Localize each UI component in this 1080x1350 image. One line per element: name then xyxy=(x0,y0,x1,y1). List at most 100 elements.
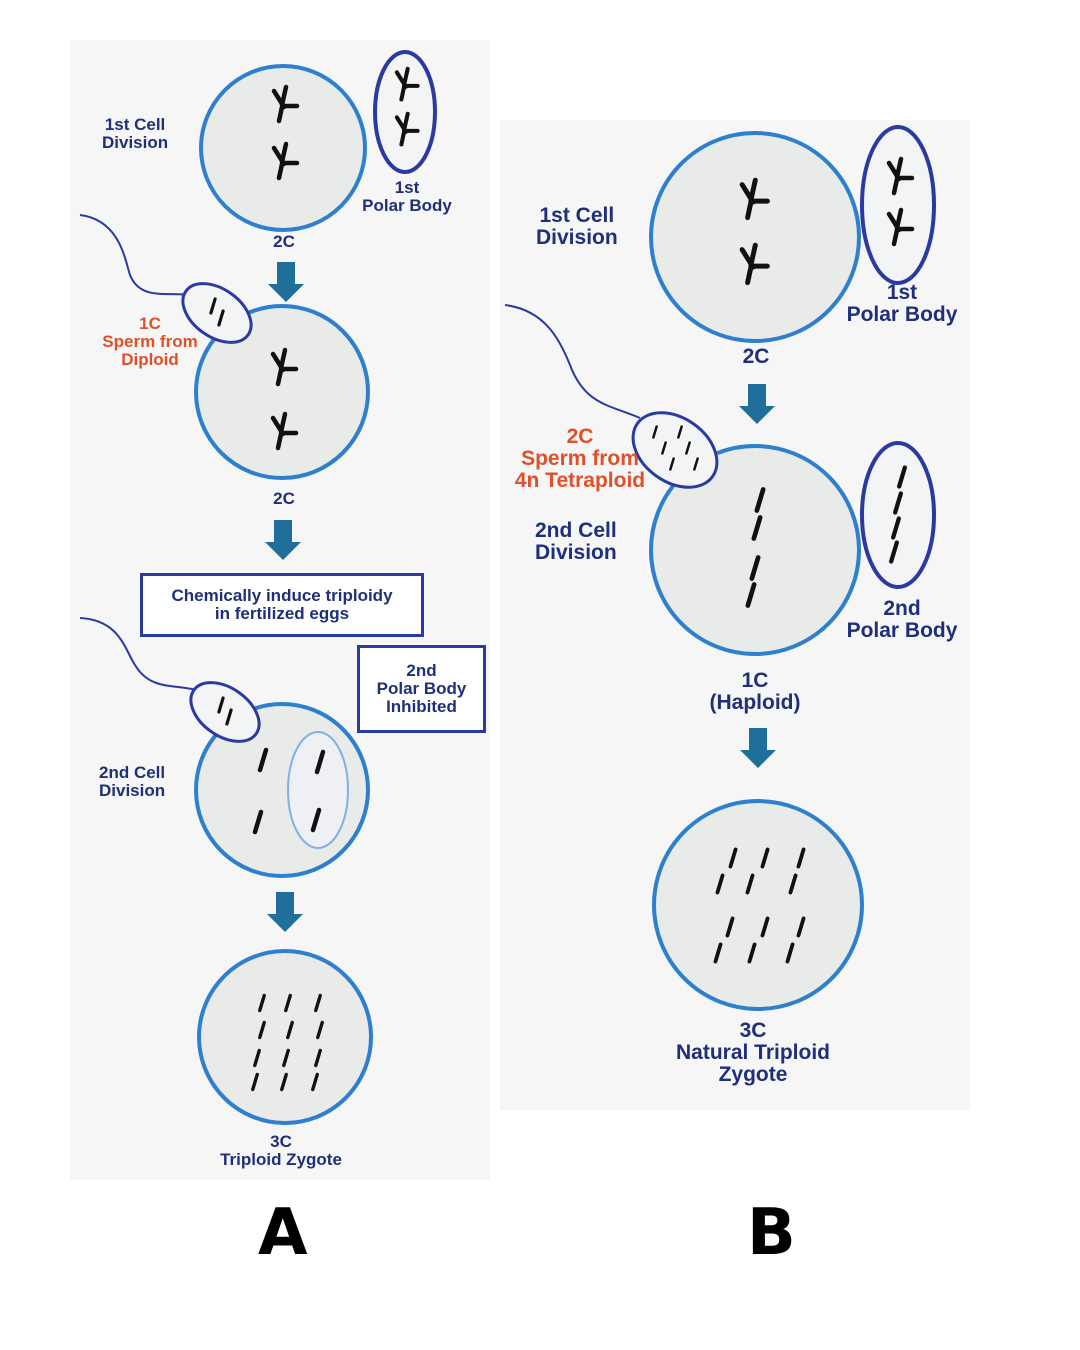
b-cell-1 xyxy=(649,131,861,343)
panel-b-letter: B xyxy=(747,1196,796,1270)
chromosome xyxy=(693,457,699,471)
a-sperm-head-1 xyxy=(181,282,253,344)
chromosome xyxy=(311,1072,319,1092)
b-polar-body-1 xyxy=(860,125,936,285)
chromosome-arm xyxy=(891,176,900,196)
a-inhibited-box: 2nd Polar Body Inhibited xyxy=(357,645,486,733)
chromosome xyxy=(728,847,738,869)
b-zygote xyxy=(652,799,864,1011)
a-inhibited-polar-body-chromosomes xyxy=(310,749,326,833)
a-ploidy-label-1: 2C xyxy=(273,232,295,251)
a-polar-body-1-chromosomes xyxy=(394,66,420,147)
chromosome xyxy=(209,297,217,315)
chromosome xyxy=(251,1072,259,1092)
chromosome-arm xyxy=(745,199,754,221)
chromosome xyxy=(897,465,907,489)
a-treatment-text-1: Chemically induce triploidy xyxy=(171,586,393,606)
b-sperm-head-chromosomes xyxy=(652,425,699,471)
a-second-division-label: 2nd Cell Division xyxy=(99,763,166,800)
chromosome xyxy=(788,873,798,895)
b-cell-division-label: 1st Cell Division xyxy=(536,204,618,250)
chromosome xyxy=(713,942,723,964)
chromosome xyxy=(258,1020,266,1040)
chromosome-arm xyxy=(402,111,410,133)
b-polar-body-1-chromosomes xyxy=(886,156,915,247)
chromosome-arm xyxy=(748,177,758,203)
chromosome xyxy=(310,807,322,833)
b-arrow-2 xyxy=(740,728,776,768)
chromosome xyxy=(685,441,691,455)
chromosome xyxy=(314,993,322,1013)
chromosome xyxy=(314,749,326,775)
a-result-label: 3C Triploid Zygote xyxy=(220,1132,342,1169)
chromosome xyxy=(785,942,795,964)
b-sperm-tail xyxy=(504,304,641,419)
chromosome xyxy=(217,696,225,714)
a-inhibited-polar-body xyxy=(287,731,349,849)
b-second-polar-body-label: 2nd Polar Body xyxy=(846,597,958,643)
b-result-label: 3C Natural Triploid Zygote xyxy=(675,1019,830,1087)
a-zygote-chromosomes xyxy=(251,993,324,1092)
a-sperm-tail-1 xyxy=(79,214,191,296)
a-cell-3-chromosomes xyxy=(252,747,269,835)
chromosome xyxy=(225,708,233,726)
b-zygote-chromosomes xyxy=(713,847,806,964)
panel-a-letter: A xyxy=(258,1196,308,1270)
b-sperm-label: 2C Sperm from 4n Tetraploid xyxy=(514,425,646,493)
a-ploidy-label-2: 2C xyxy=(273,489,295,508)
chromosome-arm xyxy=(278,411,288,435)
a-treatment-box: Chemically induce triploidy in fertilize… xyxy=(140,573,424,637)
a-inhibited-text-2: Polar Body xyxy=(376,679,467,699)
a-cell-division-label: 1st Cell Division xyxy=(102,115,169,152)
a-arrow-3 xyxy=(267,892,303,932)
chromosome xyxy=(891,516,901,540)
chromosome xyxy=(652,425,658,439)
a-arrow-2 xyxy=(265,520,301,560)
chromosome xyxy=(669,457,675,471)
chromosome xyxy=(314,1048,322,1068)
arrow-shape xyxy=(267,892,303,932)
a-polar-body-1 xyxy=(373,50,437,174)
chromosome xyxy=(747,942,757,964)
a-polar-body-label: 1st Polar Body xyxy=(362,178,452,215)
chromosome xyxy=(760,847,770,869)
a-sperm-head-2-chromosomes xyxy=(217,696,233,726)
chromosome-arm xyxy=(745,264,754,286)
chromosome-arm xyxy=(276,161,285,181)
chromosome xyxy=(677,425,683,439)
chromosome-arm xyxy=(279,141,289,165)
chromosome xyxy=(760,916,770,938)
chromosome xyxy=(316,1020,324,1040)
chromosome-arm xyxy=(275,431,284,451)
arrow-shape xyxy=(740,728,776,768)
chromosome xyxy=(796,916,806,938)
a-treatment-text-2: in fertilized eggs xyxy=(214,604,350,623)
chromosome xyxy=(796,847,806,869)
b-cell-1-chromosomes xyxy=(739,177,770,286)
chromosome xyxy=(284,993,292,1013)
b-cell-2 xyxy=(649,444,861,656)
chromosome-arm xyxy=(894,156,904,180)
chromosome xyxy=(258,993,266,1013)
b-arrow-1 xyxy=(739,384,775,424)
a-sperm-tail-2 xyxy=(79,617,197,691)
chromosome-arm xyxy=(399,84,407,102)
arrow-shape xyxy=(739,384,775,424)
chromosome-arm xyxy=(399,129,407,147)
chromosome-arm xyxy=(276,104,285,124)
b-ploidy-label-1: 2C xyxy=(742,345,770,368)
chromosome xyxy=(754,487,766,513)
chromosome-arm xyxy=(894,207,904,231)
chromosome xyxy=(749,555,761,581)
chromosome xyxy=(893,491,903,515)
a-arrow-1 xyxy=(268,262,304,302)
chromosome xyxy=(217,309,225,327)
b-polar-body-2 xyxy=(860,441,936,589)
chromosome xyxy=(725,916,735,938)
a-cell-2 xyxy=(194,304,370,480)
a-sperm-head-2 xyxy=(189,681,261,743)
b-cell-2-chromosomes xyxy=(745,487,766,608)
chromosome-arm xyxy=(402,66,410,88)
